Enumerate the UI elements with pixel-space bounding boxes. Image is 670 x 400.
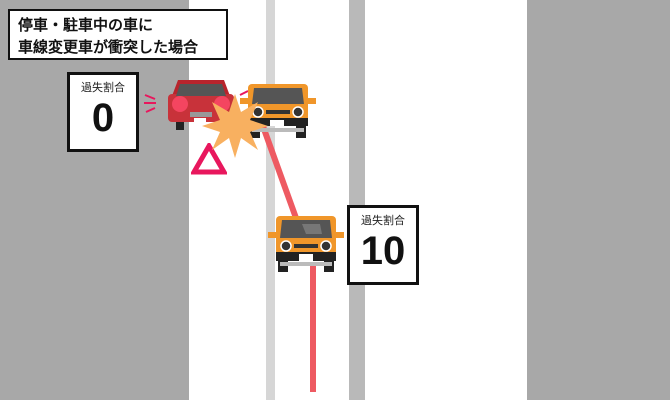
fault-value: 0 <box>91 96 115 140</box>
collision-burst-icon <box>202 94 268 158</box>
warning-triangle-icon <box>191 143 227 175</box>
fault-label: 過失割合 <box>81 81 125 94</box>
lane-changing-car-collision-icon <box>240 84 316 138</box>
fault-value: 10 <box>360 229 406 273</box>
lane-changing-car-fault-box: 過失割合 10 <box>347 205 419 285</box>
title-line-2: 車線変更車が衝突した場合 <box>18 38 199 56</box>
parked-car-fault-box: 過失割合 0 <box>67 72 139 152</box>
parked-car-icon <box>144 80 250 130</box>
lane-marking-center <box>349 0 365 400</box>
title-line-1: 停車・駐車中の車に <box>18 16 154 34</box>
lane-changing-car-icon <box>268 216 344 272</box>
diagram-title: 停車・駐車中の車に 車線変更車が衝突した場合 <box>8 9 228 60</box>
lane-marking-left <box>266 0 275 400</box>
fault-label: 過失割合 <box>361 214 405 227</box>
